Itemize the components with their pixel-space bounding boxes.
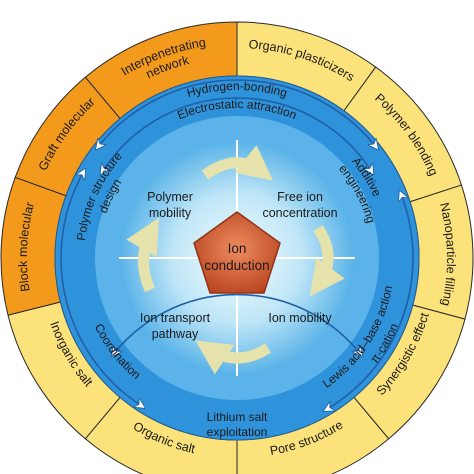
free-ion-line1: Free ion xyxy=(277,190,323,204)
ion-mobility-label: Ion mobility xyxy=(268,311,332,325)
polymer-mobility-line2: mobility xyxy=(149,206,192,220)
hydrogen-bonding-label: Hydrogen-bonding xyxy=(185,79,289,100)
outer-segment-ring xyxy=(0,21,474,474)
cycle-arrow-bottom xyxy=(195,340,271,375)
ion-transport-line1: Ion transport xyxy=(140,311,211,325)
lithium-salt-arrow xyxy=(112,293,361,356)
ion-transport-line2: pathway xyxy=(152,327,199,341)
center-label-line1: Ion xyxy=(228,241,247,256)
cycle-arrow-right xyxy=(309,224,345,297)
lithium-salt-line2: exploitation xyxy=(207,425,268,439)
cycle-arrow-left xyxy=(126,217,159,293)
free-ion-line2: concentration xyxy=(262,206,337,220)
lewis-acid-base-arrow xyxy=(325,192,414,410)
electrostatic-arrow xyxy=(101,97,372,173)
lithium-salt-line1: Lithium salt xyxy=(207,410,268,424)
center-label-line2: conduction xyxy=(204,258,269,273)
interaction-arrows xyxy=(60,79,414,410)
center-pentagon xyxy=(193,211,281,294)
cycle-arrows xyxy=(126,145,345,375)
hydrogen-bonding-arrow xyxy=(97,79,378,148)
polymer-mobility-line1: Polymer xyxy=(147,190,193,204)
coordination-arrow xyxy=(60,170,144,407)
cycle-arrow-top xyxy=(201,145,273,181)
